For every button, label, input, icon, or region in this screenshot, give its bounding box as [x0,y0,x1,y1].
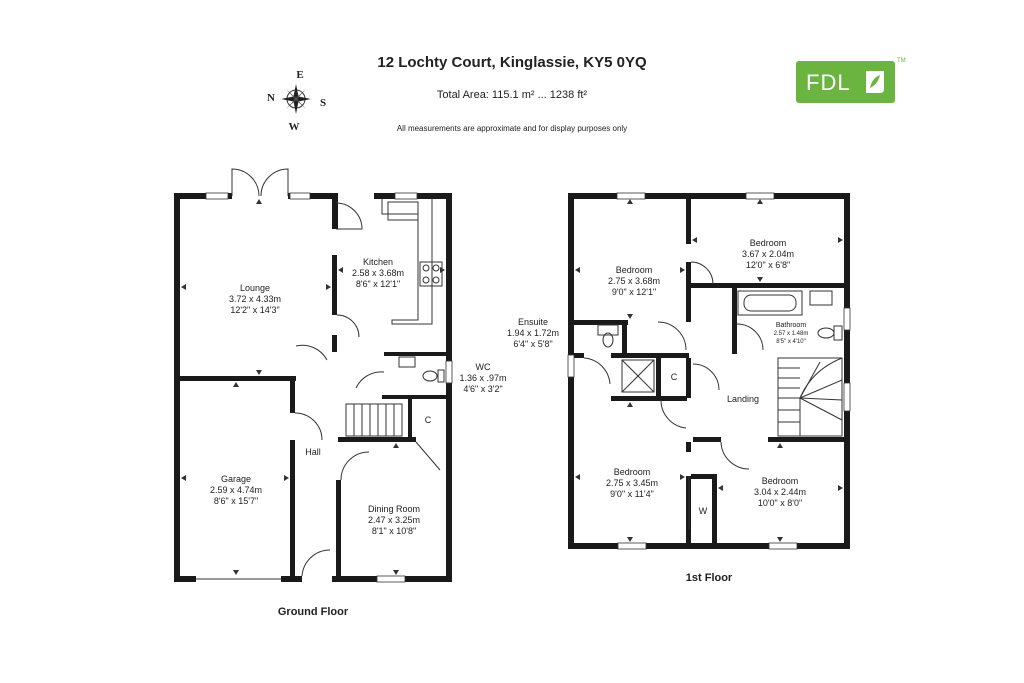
room-garage: Garage 2.59 x 4.74m 8'6" x 15'7" [210,474,262,506]
room-bedroom-4: Bedroom 3.04 x 2.44m 10'0" x 8'0" [754,476,806,508]
room-cupboard-first: C [671,372,678,382]
room-cupboard: C [425,415,432,425]
ground-floor-plan [174,168,453,583]
room-imperial: 12'2" x 14'3" [230,305,279,315]
room-kitchen: Kitchen 2.58 x 3.68m 8'6" x 12'1" [352,257,404,289]
fdl-logo: FDL [796,61,895,103]
room-landing: Landing [727,394,759,404]
room-metric: 2.75 x 3.45m [606,478,658,488]
room-metric: 1.36 x .97m [459,373,506,383]
logo-text: FDL [806,70,851,95]
room-bathroom: Bathroom 2.57 x 1.48m 8'5" x 4'10" [774,322,809,345]
room-name: Bedroom [614,467,651,477]
disclaimer-text: All measurements are approximate and for… [396,124,628,133]
room-bedroom-2: Bedroom 3.67 x 2.04m 12'0" x 6'8" [742,238,794,270]
room-name: Lounge [240,283,270,293]
room-name: Bedroom [750,238,787,248]
room-imperial: 8'1" x 10'8" [372,526,416,536]
room-name: Bathroom [776,322,807,329]
room-imperial: 4'6" x 3'2" [463,384,502,394]
room-bedroom-3: Bedroom 2.75 x 3.45m 9'0" x 11'4" [606,467,658,499]
room-wc: WC 1.36 x .97m 4'6" x 3'2" [459,362,506,394]
room-name: WC [476,362,491,372]
room-name: Kitchen [363,257,393,267]
room-metric: 3.72 x 4.33m [229,294,281,304]
room-imperial: 6'4" x 5'8" [513,339,552,349]
room-dining: Dining Room 2.47 x 3.25m 8'1" x 10'8" [368,504,420,536]
room-metric: 2.57 x 1.48m [774,331,809,337]
total-area-text: Total Area: 115.1 m² ... 1238 ft² [436,89,588,101]
room-name: Ensuite [518,317,548,327]
leaf-icon [866,71,884,93]
room-imperial: 8'6" x 15'7" [214,496,258,506]
room-metric: 3.67 x 2.04m [742,249,794,259]
room-imperial: 9'0" x 11'4" [610,489,654,499]
room-bedroom-1: Bedroom 2.75 x 3.68m 9'0" x 12'1" [608,265,660,297]
room-imperial: 8'5" x 4'10" [776,339,806,345]
room-name: Bedroom [616,265,653,275]
room-hall: Hall [305,447,321,457]
room-metric: 2.58 x 3.68m [352,268,404,278]
property-address-title: 12 Lochty Court, Kinglassie, KY5 0YQ [377,54,647,71]
room-metric: 3.04 x 2.44m [754,487,806,497]
room-imperial: 12'0" x 6'8" [746,260,790,270]
room-metric: 1.94 x 1.72m [507,328,559,338]
room-imperial: 9'0" x 12'1" [612,287,656,297]
ground-floor-label: Ground Floor [278,606,349,618]
room-name: Dining Room [368,504,420,514]
room-name: Bedroom [762,476,799,486]
trademark-mark: TM [897,58,906,64]
room-imperial: 10'0" x 8'0" [758,498,802,508]
first-floor-plan [567,192,851,550]
room-wardrobe: W [699,506,708,516]
room-metric: 2.47 x 3.25m [368,515,420,525]
room-metric: 2.59 x 4.74m [210,485,262,495]
room-imperial: 8'6" x 12'1" [356,279,400,289]
first-floor-label: 1st Floor [686,572,733,584]
room-lounge: Lounge 3.72 x 4.33m 12'2" x 14'3" [229,283,281,315]
room-metric: 2.75 x 3.68m [608,276,660,286]
room-name: Garage [221,474,251,484]
room-ensuite: Ensuite 1.94 x 1.72m 6'4" x 5'8" [507,317,559,349]
